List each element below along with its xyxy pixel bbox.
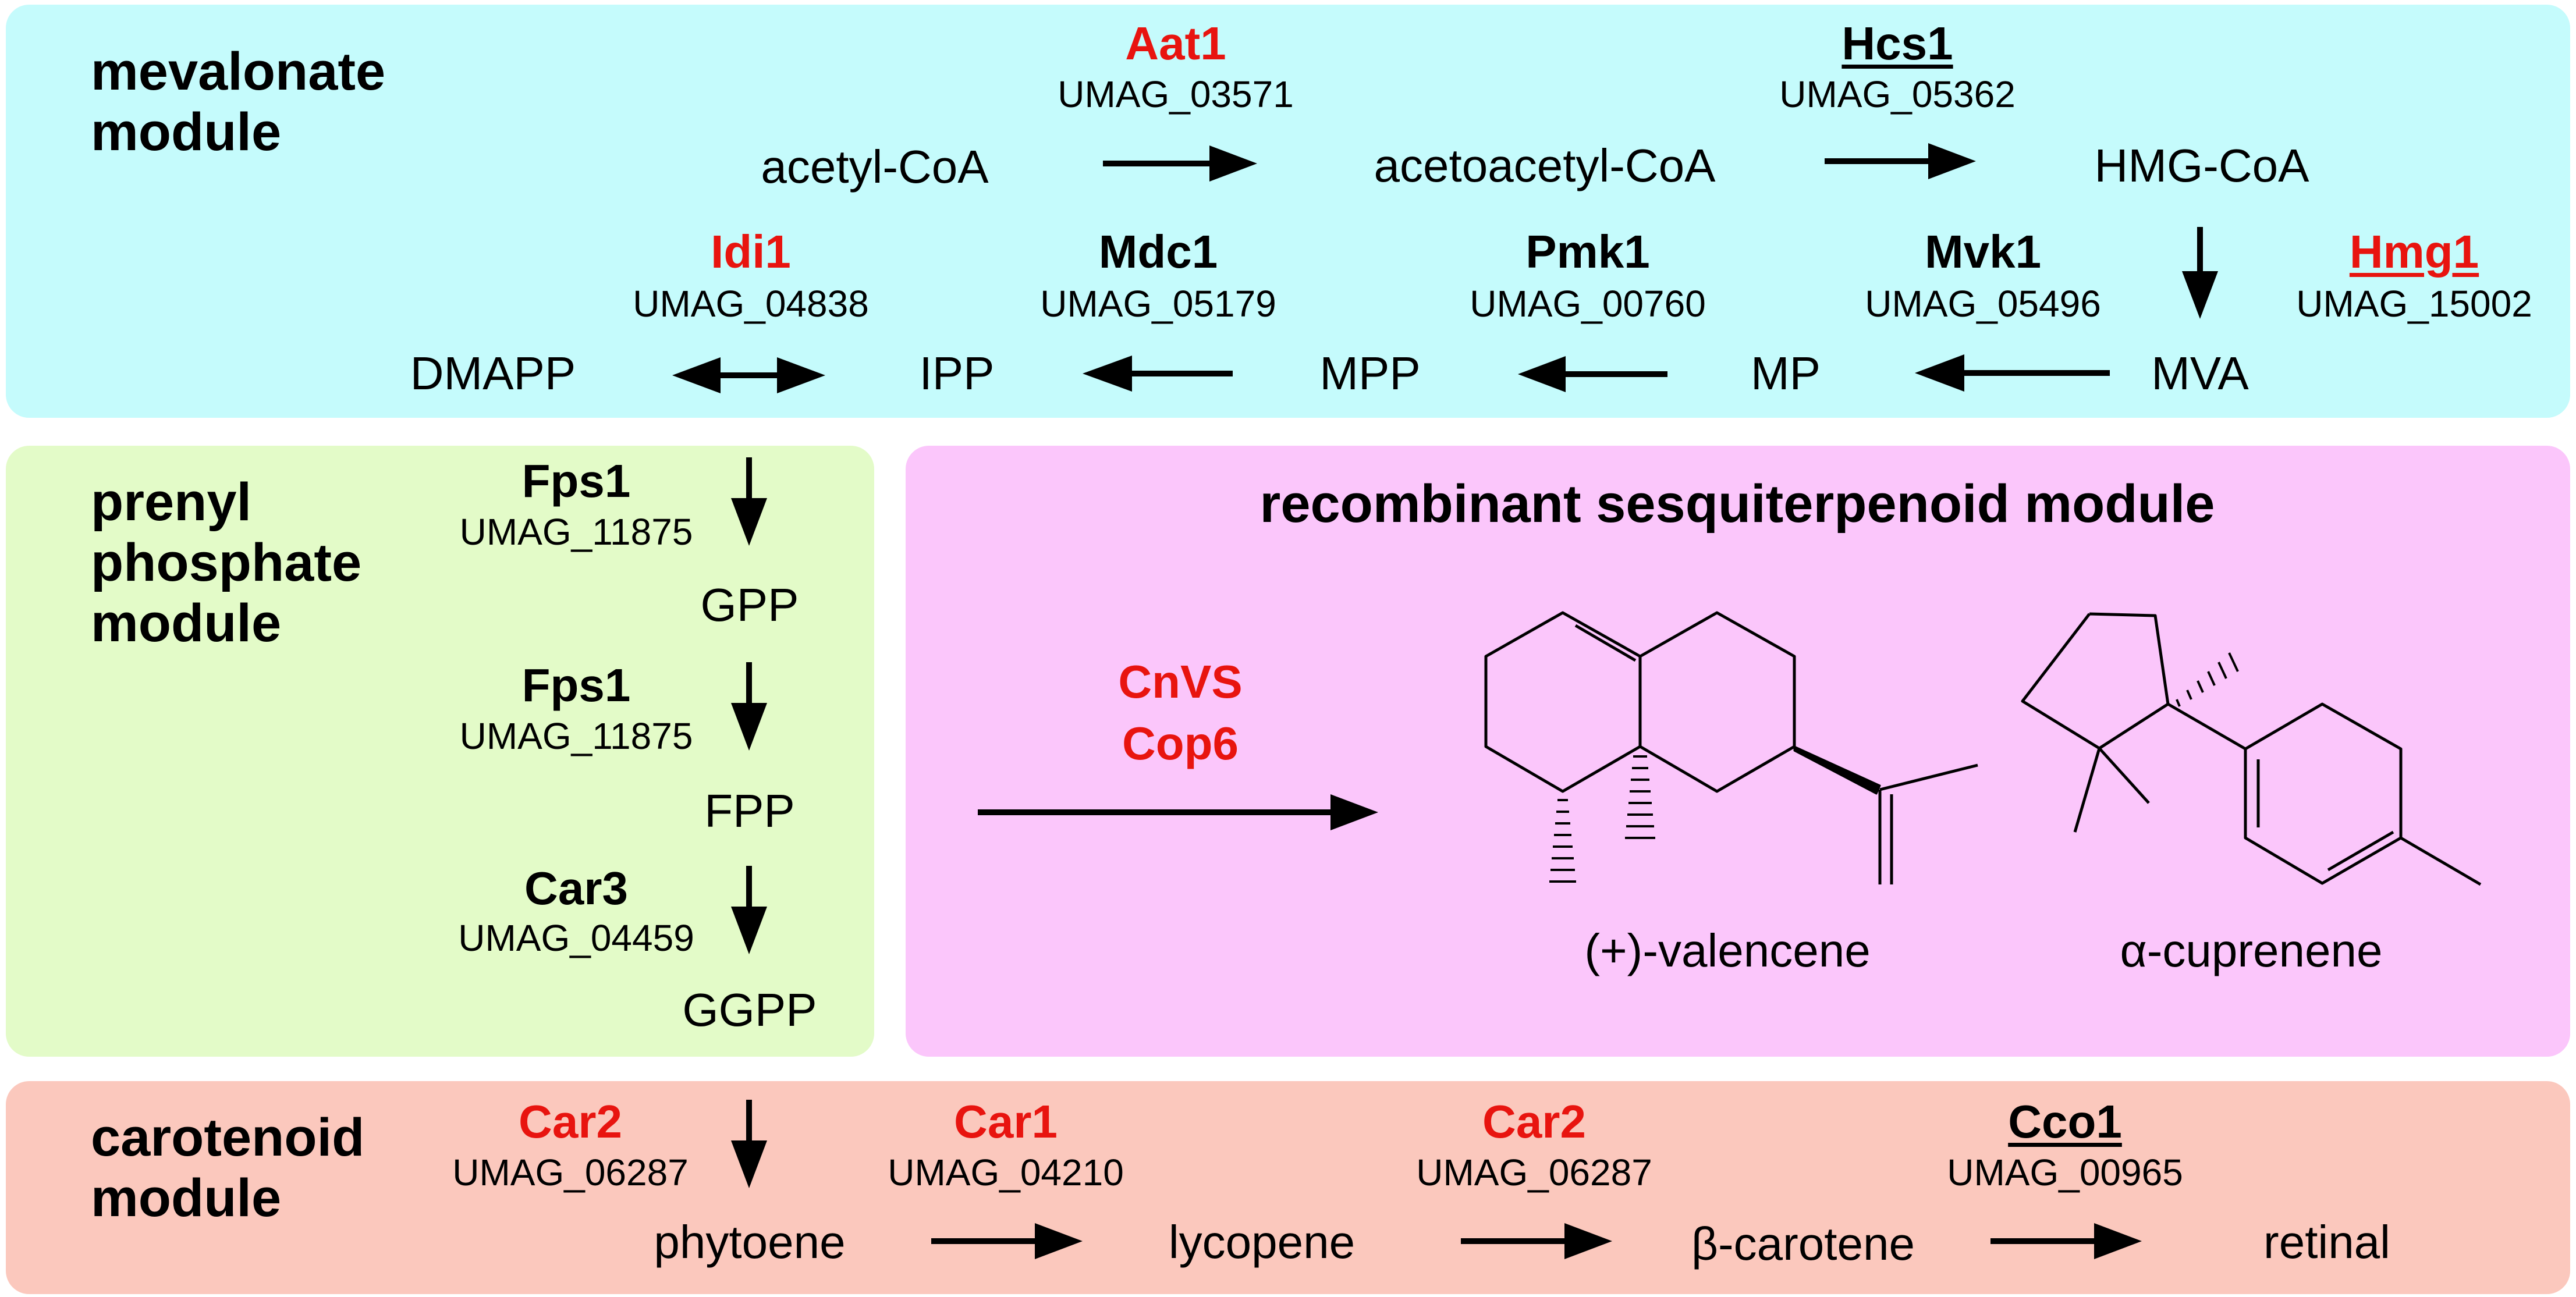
valencene-structure: [1484, 611, 1978, 884]
gene-cco1: UMAG_00965: [1947, 1152, 2183, 1193]
arrow-acetoacetylcoa-to-hmgcoa: [1825, 143, 1976, 179]
enzyme-cop6: Cop6: [1122, 717, 1239, 769]
metabolite-dmapp: DMAPP: [410, 347, 576, 399]
sesquiterpenoid-module-panel: [906, 446, 2570, 1057]
enzyme-cco1: Cco1: [2008, 1096, 2122, 1147]
prenyl-phosphate-module-panel: [6, 446, 874, 1057]
metabolite-ipp: IPP: [919, 347, 995, 399]
enzyme-car2-first: Car2: [519, 1096, 622, 1147]
gene-fps1-second: UMAG_11875: [459, 715, 693, 757]
arrow-phytoene-to-lycopene: [931, 1223, 1083, 1259]
arrow-betacarotene-to-retinal: [1990, 1223, 2142, 1259]
metabolite-mva: MVA: [2151, 347, 2249, 399]
mevalonate-module-label: mevalonate module: [91, 42, 386, 162]
metabolite-hmg-coa: HMG-CoA: [2094, 140, 2309, 191]
enzyme-fps1-second: Fps1: [521, 659, 631, 711]
prenyl-phosphate-module-label: prenyl phosphate module: [91, 472, 362, 653]
gene-car2-second: UMAG_06287: [1416, 1152, 1652, 1193]
gene-fps1-first: UMAG_11875: [459, 511, 693, 553]
arrow-to-gpp: [731, 457, 767, 546]
carotenoid-module-label: carotenoid module: [91, 1108, 365, 1228]
metabolite-valencene: (+)-valencene: [1584, 925, 1871, 976]
enzyme-car2-second: Car2: [1482, 1096, 1586, 1147]
metabolite-mpp: MPP: [1319, 347, 1421, 399]
arrow-lycopene-to-betacarotene: [1461, 1223, 1612, 1259]
arrow-hmgcoa-to-mva: [2182, 227, 2218, 319]
gene-aat1: UMAG_03571: [1058, 73, 1294, 115]
carotenoid-module-panel: [6, 1081, 2570, 1294]
enzyme-fps1-first: Fps1: [521, 455, 631, 507]
arrow-fpp-to-ggpp: [731, 866, 767, 954]
metabolite-retinal: retinal: [2263, 1216, 2390, 1268]
gene-car1: UMAG_04210: [888, 1152, 1124, 1193]
arrow-ipp-dmapp: [672, 357, 825, 393]
gene-pmk1: UMAG_00760: [1470, 283, 1706, 325]
arrow-gpp-to-fpp: [731, 662, 767, 751]
gene-mdc1: UMAG_05179: [1040, 283, 1276, 325]
enzyme-pmk1: Pmk1: [1525, 226, 1650, 278]
arrow-ggpp-to-phytoene: [731, 1100, 767, 1188]
enzyme-car1: Car1: [954, 1096, 1058, 1147]
gene-hcs1: UMAG_05362: [1779, 73, 2016, 115]
enzyme-aat1: Aat1: [1125, 17, 1226, 69]
arrow-mpp-to-ipp: [1083, 356, 1233, 392]
enzyme-idi1: Idi1: [711, 226, 791, 278]
metabolite-lycopene: lycopene: [1168, 1216, 1356, 1268]
enzyme-hmg1: Hmg1: [2349, 226, 2479, 278]
enzyme-car3: Car3: [524, 862, 628, 914]
enzyme-hcs1: Hcs1: [1841, 17, 1953, 69]
metabolite-mp: MP: [1751, 347, 1821, 399]
metabolite-acetyl-coa: acetyl-CoA: [761, 141, 989, 193]
mevalonate-module-panel: [6, 5, 2570, 418]
enzyme-mdc1: Mdc1: [1098, 226, 1218, 278]
gene-car2-first: UMAG_06287: [452, 1152, 689, 1193]
metabolite-phytoene: phytoene: [654, 1216, 846, 1268]
cuprenene-structure: [2021, 612, 2482, 886]
arrow-mp-to-mpp: [1518, 356, 1667, 392]
enzyme-mvk1: Mvk1: [1924, 226, 2042, 278]
metabolite-cuprenene: α-cuprenene: [2120, 925, 2383, 976]
gene-hmg1: UMAG_15002: [2296, 283, 2532, 325]
gene-car3: UMAG_04459: [458, 917, 694, 959]
metabolite-fpp: FPP: [704, 785, 795, 837]
arrow-fpp-to-sesquiterpenoids: [978, 794, 1378, 830]
sesquiterpenoid-module-title: recombinant sesquiterpenoid module: [1259, 474, 2215, 534]
gene-mvk1: UMAG_05496: [1865, 283, 2101, 325]
gene-idi1: UMAG_04838: [633, 283, 869, 325]
enzyme-cnvs: CnVS: [1118, 656, 1243, 708]
metabolite-beta-carotene: β-carotene: [1691, 1218, 1915, 1270]
arrow-acetylcoa-to-acetoacetylcoa: [1103, 145, 1257, 182]
arrow-mva-to-mp: [1915, 354, 2110, 392]
metabolite-ggpp: GGPP: [682, 984, 817, 1036]
metabolite-acetoacetyl-coa: acetoacetyl-CoA: [1374, 140, 1716, 191]
metabolite-gpp: GPP: [700, 579, 799, 631]
